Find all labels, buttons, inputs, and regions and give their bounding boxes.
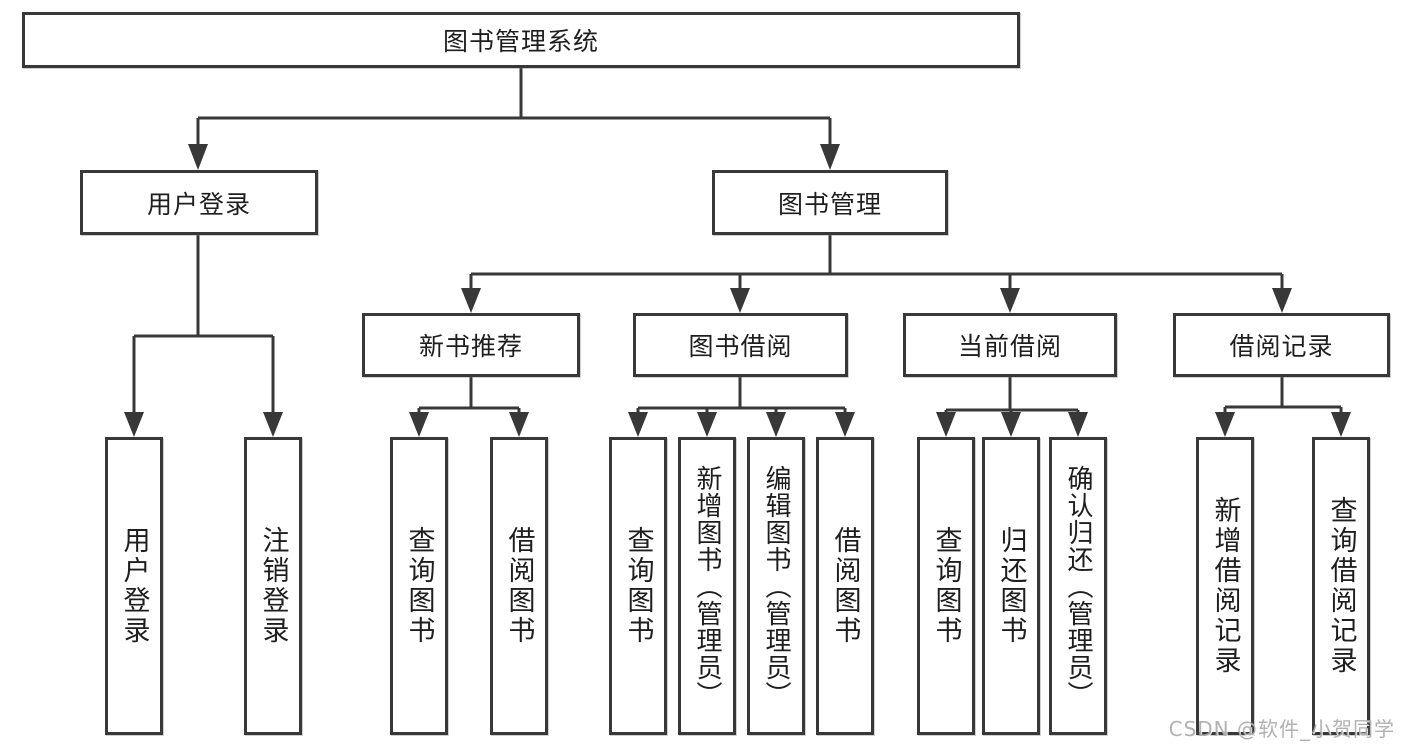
node-label: 借阅记录 (1229, 332, 1334, 361)
node-leaf-add-book-admin: 新增图书（管理员） (678, 437, 736, 735)
node-leaf-query-books-3: 查询图书 (917, 437, 975, 735)
node-library-management-system: 图书管理系统 (22, 12, 1020, 68)
node-leaf-confirm-return-admin: 确认归还（管理员） (1049, 437, 1107, 735)
node-leaf-borrow-books-2: 借阅图书 (816, 437, 874, 735)
csdn-watermark: CSDN @软件_小贺同学 (1168, 717, 1395, 741)
node-label: 用户登录 (118, 526, 150, 646)
node-book-management-module: 图书管理 (712, 170, 948, 235)
node-label: 确认归还（管理员） (1063, 464, 1093, 708)
node-leaf-logout: 注销登录 (244, 437, 302, 735)
node-label: 编辑图书（管理员） (761, 464, 791, 708)
node-label: 查询图书 (930, 526, 962, 646)
node-label: 注销登录 (257, 526, 289, 646)
node-leaf-add-borrow-record: 新增借阅记录 (1196, 437, 1254, 735)
node-label: 借阅图书 (503, 526, 535, 646)
node-label: 查询图书 (622, 526, 654, 646)
node-label: 查询借阅记录 (1325, 496, 1357, 676)
node-label: 新增图书（管理员） (692, 464, 722, 708)
node-label: 新增借阅记录 (1209, 496, 1241, 676)
node-leaf-borrow-books-1: 借阅图书 (490, 437, 548, 735)
node-leaf-query-borrow-record: 查询借阅记录 (1312, 437, 1370, 735)
node-label: 新书推荐 (418, 332, 523, 361)
node-label: 图书管理 (777, 189, 882, 219)
node-label: 当前借阅 (957, 332, 1062, 361)
node-user-login-module: 用户登录 (80, 170, 318, 235)
node-new-book-recommend: 新书推荐 (362, 313, 580, 377)
node-leaf-return-book: 归还图书 (982, 437, 1040, 735)
node-label: 归还图书 (995, 526, 1027, 646)
node-label: 用户登录 (146, 189, 251, 219)
node-leaf-edit-book-admin: 编辑图书（管理员） (747, 437, 805, 735)
node-current-borrowing: 当前借阅 (903, 313, 1117, 377)
node-borrowing-records: 借阅记录 (1173, 313, 1390, 377)
node-leaf-query-books-2: 查询图书 (609, 437, 667, 735)
node-leaf-query-books-1: 查询图书 (390, 437, 448, 735)
node-leaf-user-login: 用户登录 (105, 437, 163, 735)
node-label: 查询图书 (403, 526, 435, 646)
node-book-borrowing: 图书借阅 (633, 313, 848, 377)
node-label: 借阅图书 (829, 526, 861, 646)
node-label: 图书借阅 (688, 332, 793, 361)
node-label: 图书管理系统 (442, 27, 599, 56)
